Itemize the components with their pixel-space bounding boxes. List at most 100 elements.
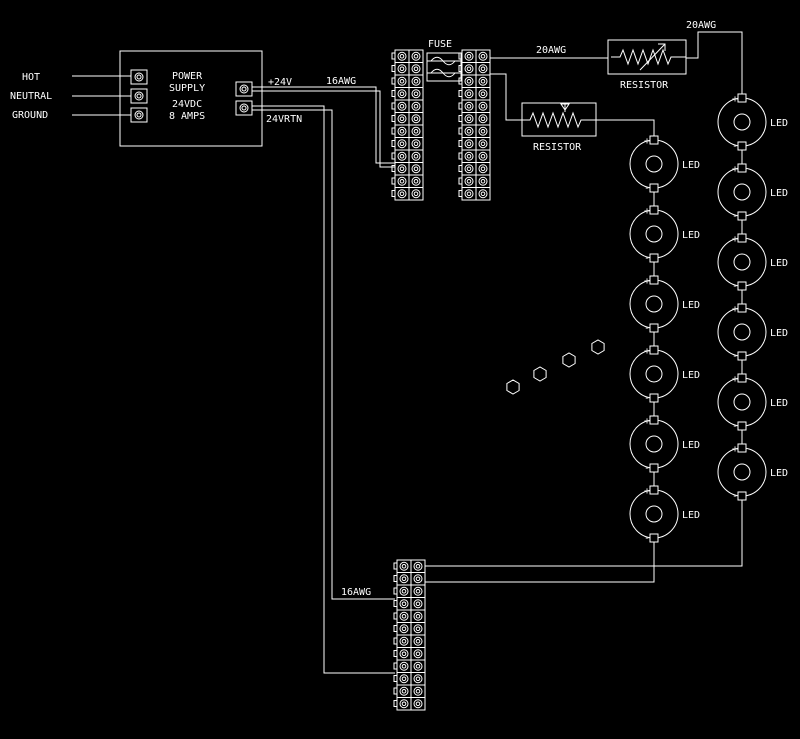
screw-head-icon: [466, 191, 472, 197]
return-block-tab: [393, 662, 398, 670]
led-label: LED: [770, 188, 788, 199]
screw-icon: [399, 624, 409, 634]
screw-head-icon: [413, 128, 419, 134]
led-minus-mark: -: [644, 323, 650, 334]
screw-head-icon: [480, 166, 486, 172]
gauge-resistor-mid-label: 20AWG: [536, 45, 566, 56]
screw-icon: [478, 89, 488, 99]
screw-head-icon: [399, 78, 405, 84]
resistor-mid-icon: [508, 111, 596, 129]
positive-block-tab: [391, 77, 396, 85]
led-cathode-pad: [649, 393, 659, 403]
supply-wires: +24V 16AWG 24VRTN 16AWG: [252, 76, 395, 674]
string-a-led-1: +-LED: [629, 126, 700, 198]
screw-head-icon: [466, 153, 472, 159]
led-lens-icon: [733, 113, 751, 131]
led-anode-pad: [737, 93, 747, 103]
screw-icon: [413, 574, 423, 584]
string-a-led-3: +-LED: [629, 266, 700, 338]
led-body-icon: [717, 97, 767, 147]
screw-head-icon: [413, 166, 419, 172]
positive-block-tab: [391, 140, 396, 147]
screw-head-icon: [413, 103, 419, 109]
led-body-icon: [629, 349, 679, 399]
screw-icon: [478, 139, 488, 149]
return-wire-a: [252, 105, 395, 674]
screw-head-icon: [413, 141, 419, 147]
screw-head-icon: [401, 651, 407, 657]
screw-icon: [413, 599, 423, 609]
led-lens-icon: [645, 365, 663, 383]
plus24v-label: +24V: [268, 77, 292, 88]
positive-block-tab: [391, 65, 396, 72]
led-lens-icon: [733, 393, 751, 411]
led-body-icon: [629, 489, 679, 539]
led-string-b-return-wire: [425, 498, 743, 567]
led-anode-pad: [649, 345, 659, 355]
led-body-icon: [629, 209, 679, 259]
led-plus-mark: +: [732, 374, 738, 385]
ps-output-terminals: [235, 81, 253, 116]
screw-head-icon: [413, 178, 419, 184]
led-body-icon: [717, 377, 767, 427]
screw-icon: [464, 101, 474, 111]
led-anode-pad: [737, 163, 747, 173]
screw-icon: [399, 611, 409, 621]
screw-icon: [413, 624, 423, 634]
led-lens-icon: [645, 225, 663, 243]
screw-head-icon: [399, 141, 405, 147]
led-plus-mark: +: [644, 346, 650, 357]
screw-head-icon: [415, 576, 421, 582]
led-plus-mark: +: [644, 416, 650, 427]
return-block-tab: [393, 625, 398, 632]
terminal-block-return: [393, 559, 426, 711]
continuation-dot-icon: [506, 379, 520, 395]
led-cathode-pad: [737, 351, 747, 361]
fuse-2-icon: [430, 68, 456, 78]
led-cathode-pad: [649, 533, 659, 543]
screw-icon: [413, 636, 423, 646]
screw-icon: [399, 599, 409, 609]
screw-head-icon: [401, 663, 407, 669]
screw-head-icon: [415, 588, 421, 594]
led-plus-mark: +: [732, 94, 738, 105]
led-anode-pad: [649, 135, 659, 145]
screw-icon: [397, 126, 407, 136]
screw-icon: [478, 189, 488, 199]
led-lens-icon: [645, 295, 663, 313]
led-plus-mark: +: [732, 164, 738, 175]
screw-head-icon: [480, 128, 486, 134]
string-b-led-2: +-LED: [717, 154, 788, 226]
screw-icon: [413, 686, 423, 696]
return-block-tab: [393, 600, 398, 607]
led-cathode-pad: [737, 281, 747, 291]
led-minus-mark: -: [644, 393, 650, 404]
screw-head-icon: [415, 651, 421, 657]
screw-head-icon: [401, 613, 407, 619]
screw-icon: [397, 164, 407, 174]
led-body-icon: [629, 279, 679, 329]
screw-icon: [399, 649, 409, 659]
screw-head-icon: [480, 66, 486, 72]
screw-icon: [413, 674, 423, 684]
led-lens-icon: [733, 323, 751, 341]
resistor-top-adjust-icon: [639, 43, 666, 71]
led-body-icon: [717, 447, 767, 497]
screw-head-icon: [415, 563, 421, 569]
fuse-box: [426, 52, 462, 82]
fused-block-tab: [458, 115, 463, 122]
screw-head-icon: [399, 166, 405, 172]
led-plus-mark: +: [644, 486, 650, 497]
led-minus-mark: -: [732, 141, 738, 152]
screw-head-icon: [466, 66, 472, 72]
return-block-tab: [393, 650, 398, 657]
string-a-led-5: +-LED: [629, 406, 700, 478]
fused-block-tab: [458, 90, 463, 97]
screw-head-icon: [480, 191, 486, 197]
screw-icon: [399, 661, 409, 671]
positive-block-tab: [391, 52, 396, 60]
led-label: LED: [682, 230, 700, 241]
screw-icon: [399, 686, 409, 696]
fused-block-tab: [458, 102, 463, 110]
ps-label-power: POWER: [172, 71, 203, 82]
